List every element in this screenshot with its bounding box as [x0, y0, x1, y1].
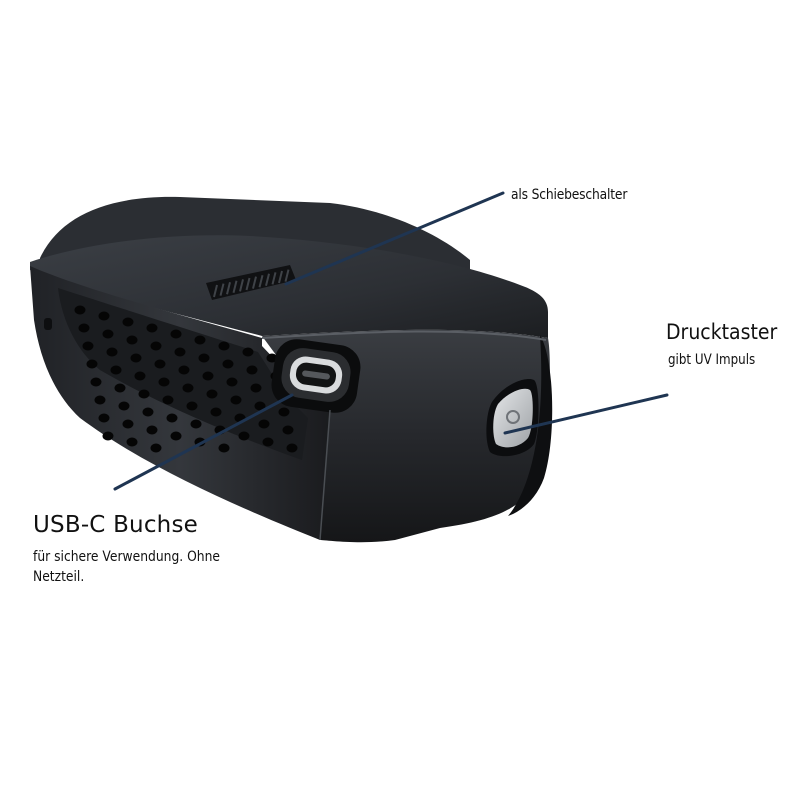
vent-hole — [130, 353, 142, 363]
vent-hole — [182, 383, 194, 393]
button-annotation-description: gibt UV Impuls — [668, 352, 756, 368]
vent-hole — [134, 371, 146, 381]
vent-hole — [242, 347, 254, 357]
usb-c-port-icon[interactable] — [269, 336, 364, 415]
vent-hole — [194, 335, 206, 345]
vent-hole — [138, 389, 150, 399]
device-top-face — [30, 235, 548, 338]
vent-hole — [174, 347, 186, 357]
switch-rib — [245, 277, 251, 291]
switch-rib — [278, 270, 283, 284]
vent-hole — [202, 371, 214, 381]
vent-hole — [226, 377, 238, 387]
vent-hole — [146, 425, 158, 435]
vent-hole — [106, 347, 118, 357]
vent-hole — [258, 419, 270, 429]
usb-annotation-title: USB-C Buchse — [33, 512, 198, 538]
usb-callout-line — [113, 393, 294, 491]
vent-holes — [74, 305, 298, 453]
vent-hole — [102, 329, 114, 339]
reset-hole — [44, 318, 52, 330]
vent-hole — [74, 305, 86, 315]
vent-hole — [190, 419, 202, 429]
vent-hole — [218, 443, 230, 453]
callout-lines — [113, 191, 669, 491]
switch-rib — [226, 281, 231, 295]
vent-hole — [250, 383, 262, 393]
vent-hole — [122, 419, 134, 429]
vent-hole — [186, 401, 198, 411]
vent-hole — [278, 407, 290, 417]
usb-annotation-description: für sichere Verwendung. Ohne Netzteil. — [33, 549, 220, 585]
vent-hole — [266, 353, 278, 363]
vent-hole — [246, 365, 258, 375]
power-button-icon[interactable] — [486, 378, 539, 457]
button-annotation-title: Drucktaster — [666, 320, 778, 344]
switch-rib — [232, 280, 238, 294]
switch-rib — [239, 279, 244, 292]
vent-hole — [114, 383, 126, 393]
vent-hole — [98, 413, 110, 423]
switch-rib — [271, 272, 277, 285]
vent-hole — [206, 389, 218, 399]
vent-hole — [286, 443, 298, 453]
slide-switch-icon[interactable] — [206, 265, 296, 300]
switch-rib — [213, 284, 218, 298]
switch-rib — [265, 273, 270, 287]
vent-hole — [110, 365, 122, 375]
slider-callout-line — [284, 191, 505, 286]
vent-hole — [78, 323, 90, 333]
vent-hole — [118, 401, 130, 411]
slider-annotation-label: als Schiebeschalter — [511, 187, 628, 203]
vent-hole — [254, 401, 266, 411]
vent-hole — [222, 359, 234, 369]
vent-hole — [86, 359, 98, 369]
vent-hole — [170, 431, 182, 441]
switch-rib — [219, 283, 225, 296]
vent-hole — [158, 377, 170, 387]
vent-hole — [90, 377, 102, 387]
vent-hole — [210, 407, 222, 417]
vent-hole — [150, 443, 162, 453]
vent-hole — [126, 335, 138, 345]
device — [30, 196, 553, 543]
vent-hole — [178, 365, 190, 375]
vent-hole — [230, 395, 242, 405]
button-callout-line — [503, 393, 669, 435]
vent-hole — [94, 395, 106, 405]
vent-hole — [154, 359, 166, 369]
switch-rib — [258, 274, 264, 288]
vent-hole — [122, 317, 134, 327]
vent-hole — [218, 341, 230, 351]
vent-hole — [146, 323, 158, 333]
vent-hole — [166, 413, 178, 423]
vent-hole — [162, 395, 174, 405]
switch-rib — [284, 269, 290, 282]
vent-hole — [198, 353, 210, 363]
vent-hole — [262, 437, 274, 447]
vent-hole — [82, 341, 94, 351]
switch-rib — [252, 276, 257, 289]
vent-hole — [282, 425, 294, 435]
vent-hole — [126, 437, 138, 447]
vent-hole — [98, 311, 110, 321]
vent-hole — [238, 431, 250, 441]
vent-hole — [150, 341, 162, 351]
vent-hole — [170, 329, 182, 339]
vent-hole — [142, 407, 154, 417]
vent-hole — [102, 431, 114, 441]
